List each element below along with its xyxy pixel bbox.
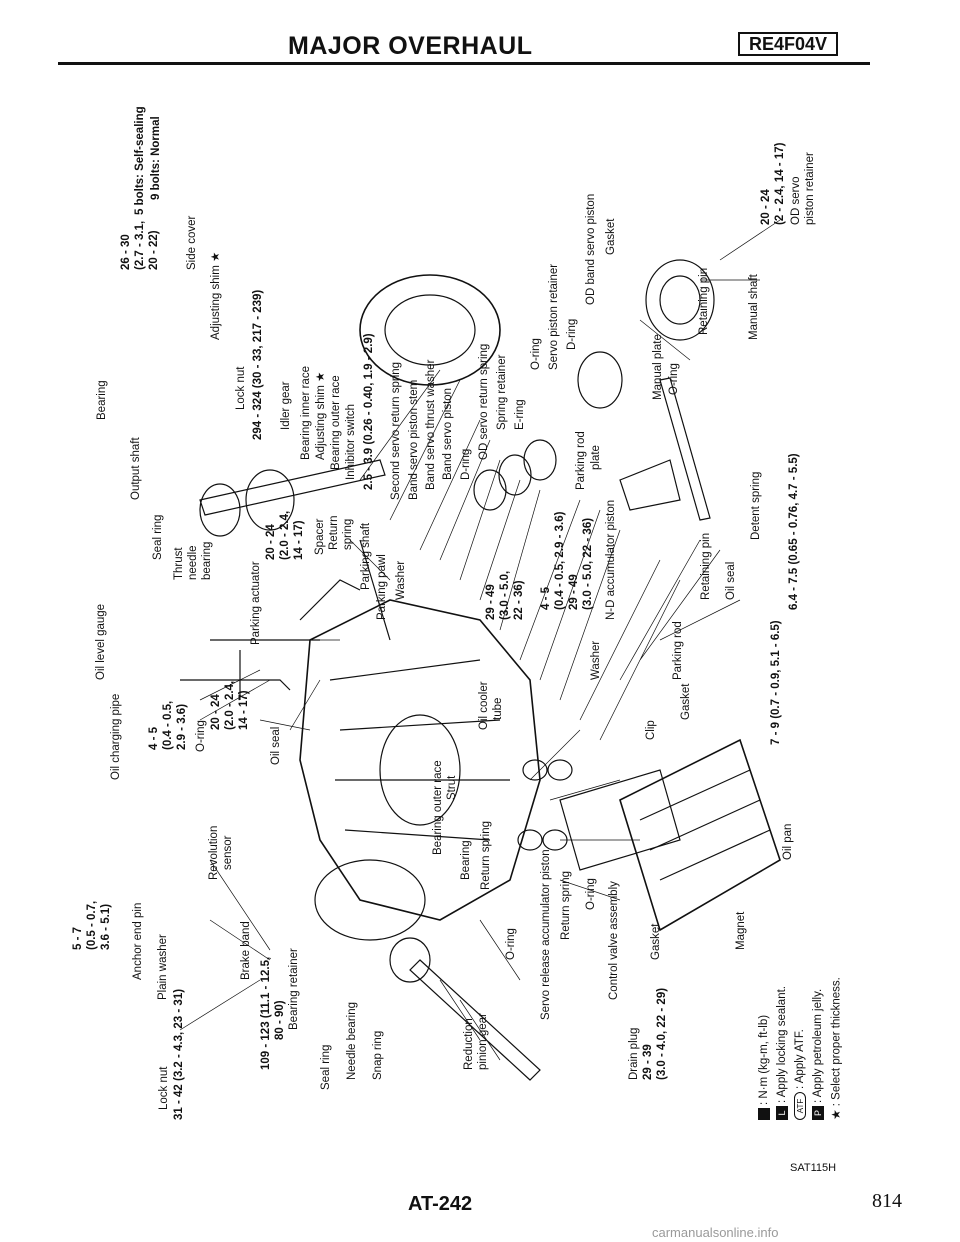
exploded-diagram (60, 80, 860, 1180)
parking-actuator-shape (299, 579, 361, 621)
idler-gear-shape (245, 469, 295, 531)
diagram-drawing (179, 219, 781, 1081)
case-bore (379, 714, 461, 826)
header-rule (58, 62, 870, 65)
servo-ring-3 (523, 439, 557, 481)
parking-shaft-shape (359, 539, 391, 641)
servo-ring-2 (498, 454, 532, 496)
transaxle-case (299, 599, 541, 921)
side-cover-inner (384, 294, 476, 366)
manual-plate-shape (619, 459, 681, 511)
accumulator-piston-1 (522, 759, 548, 781)
od-servo-retainer-inner (659, 275, 701, 325)
page-header: MAJOR OVERHAUL RE4F04V (58, 28, 870, 65)
reduction-pinion-shape (409, 959, 541, 1081)
side-cover-shape (359, 274, 501, 386)
oil-pan-shape (619, 738, 781, 932)
control-valve-shape (559, 769, 681, 871)
figure-code: SAT115H (790, 1162, 837, 1174)
oil-pan-ribs (639, 769, 771, 881)
output-shaft-shape (199, 459, 386, 516)
model-badge: RE4F04V (738, 32, 838, 56)
od-servo-retainer-shape (645, 259, 715, 341)
servo-ring-4 (577, 351, 623, 409)
brake-band-shape (314, 859, 426, 941)
leader-lines (179, 219, 781, 1061)
output-gear-shape (199, 483, 241, 537)
watermark: carmanualsonline.info (652, 1225, 779, 1240)
bearing-shape (389, 937, 431, 983)
oil-charging-pipe-shape (180, 679, 291, 691)
oil-level-gauge-shape (210, 639, 320, 700)
page-label: AT-242 (408, 1193, 473, 1215)
case-detail (329, 659, 510, 841)
manual-shaft-shape (659, 377, 711, 521)
page-title: MAJOR OVERHAUL (288, 32, 533, 60)
accumulator-piston-2 (547, 759, 573, 781)
servo-ring-1 (473, 469, 507, 511)
accumulator-piston-3 (517, 829, 543, 851)
page-number: 814 (872, 1190, 902, 1212)
